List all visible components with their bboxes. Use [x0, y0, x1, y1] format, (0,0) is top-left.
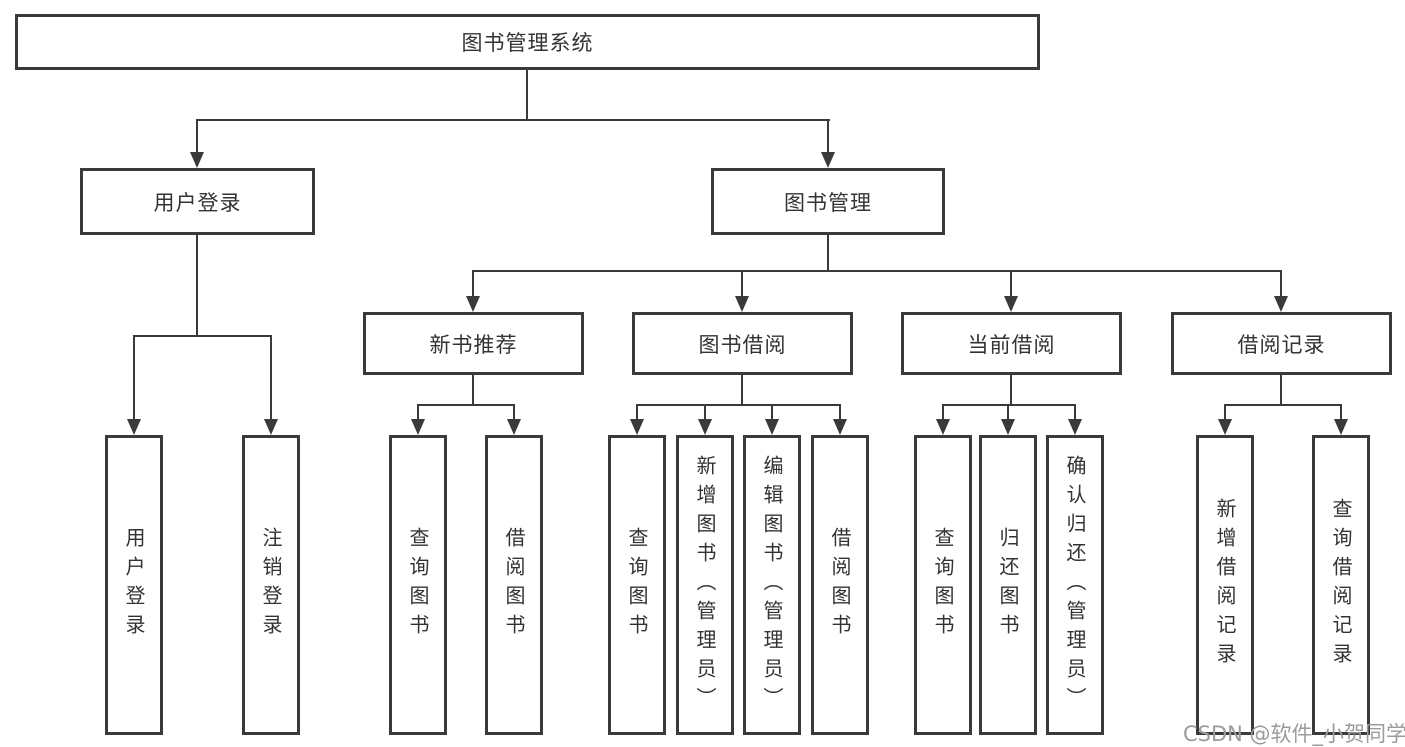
node-new-book-recommend-label: 新书推荐 — [429, 332, 518, 357]
arrowhead-leaf-add-record — [1218, 419, 1232, 435]
arrowhead-leaf-query-c — [936, 419, 950, 435]
connector-new-book-stem — [472, 375, 474, 406]
node-current-borrowing: 当前借阅 — [901, 312, 1122, 375]
leaf-borrow-books-a-label: 借阅图书 — [502, 527, 526, 643]
leaf-edit-books-admin-label: 编辑图书（管理员） — [760, 454, 784, 716]
connector-leaf-confirm-return — [1074, 404, 1076, 421]
connector-new-book-rail — [417, 404, 515, 406]
connector-to-current-borrowing — [1010, 270, 1012, 298]
arrowhead-leaf-query-record — [1334, 419, 1348, 435]
connector-leaf-add-record — [1224, 404, 1226, 421]
node-book-management-label: 图书管理 — [784, 190, 872, 215]
arrowhead-current-borrowing — [1004, 296, 1018, 312]
connector-leaf-borrow-a — [513, 404, 515, 421]
arrowhead-user-login — [190, 152, 204, 168]
connector-to-book-management — [827, 119, 829, 154]
leaf-query-borrow-record-label: 查询借阅记录 — [1329, 498, 1353, 672]
leaf-query-books-b: 查询图书 — [608, 435, 666, 735]
leaf-user-login-label: 用户登录 — [122, 527, 146, 643]
leaf-query-books-a: 查询图书 — [389, 435, 447, 735]
leaf-borrow-books-b: 借阅图书 — [811, 435, 869, 735]
leaf-add-borrow-record: 新增借阅记录 — [1196, 435, 1254, 735]
connector-leaf-query-c — [942, 404, 944, 421]
leaf-logout: 注销登录 — [242, 435, 300, 735]
leaf-query-borrow-record: 查询借阅记录 — [1312, 435, 1370, 735]
connector-leaf-query-record — [1340, 404, 1342, 421]
leaf-query-books-b-label: 查询图书 — [625, 527, 649, 643]
arrowhead-leaf-return-books — [1001, 419, 1015, 435]
connector-leaf-add-books — [704, 404, 706, 421]
leaf-edit-books-admin: 编辑图书（管理员） — [743, 435, 801, 735]
leaf-return-books: 归还图书 — [979, 435, 1037, 735]
arrowhead-book-borrowing — [735, 296, 749, 312]
connector-leaf-query-b — [636, 404, 638, 421]
arrowhead-leaf-add-books — [698, 419, 712, 435]
connector-borrowing-records-stem — [1280, 375, 1282, 406]
connector-to-borrowing-records — [1280, 270, 1282, 298]
leaf-return-books-label: 归还图书 — [996, 527, 1020, 643]
connector-level3-rail — [472, 270, 1282, 272]
connector-current-borrowing-stem — [1010, 375, 1012, 406]
connector-to-user-login — [196, 119, 198, 154]
arrowhead-leaf-edit-books — [765, 419, 779, 435]
node-user-login-label: 用户登录 — [153, 190, 242, 215]
leaf-query-books-a-label: 查询图书 — [406, 527, 430, 643]
arrowhead-book-management — [821, 152, 835, 168]
arrowhead-leaf-borrow-b — [833, 419, 847, 435]
node-current-borrowing-label: 当前借阅 — [967, 332, 1056, 357]
connector-leaf-query-a — [417, 404, 419, 421]
arrowhead-leaf-logout — [264, 419, 278, 435]
node-root: 图书管理系统 — [15, 14, 1040, 70]
leaf-borrow-books-b-label: 借阅图书 — [828, 527, 852, 643]
connector-level1-rail — [196, 119, 830, 121]
connector-leaf-user-login — [133, 335, 135, 420]
leaf-query-books-c: 查询图书 — [914, 435, 972, 735]
leaf-add-books-admin: 新增图书（管理员） — [676, 435, 734, 735]
leaf-user-login: 用户登录 — [105, 435, 163, 735]
leaf-query-books-c-label: 查询图书 — [931, 527, 955, 643]
node-book-management: 图书管理 — [711, 168, 945, 235]
node-book-borrowing: 图书借阅 — [632, 312, 853, 375]
leaf-logout-label: 注销登录 — [259, 527, 283, 643]
leaf-add-books-admin-label: 新增图书（管理员） — [693, 454, 717, 716]
connector-user-login-rail — [133, 335, 272, 337]
connector-to-new-book-recommend — [472, 270, 474, 298]
connector-current-borrowing-rail — [942, 404, 1076, 406]
node-borrowing-records: 借阅记录 — [1171, 312, 1392, 375]
arrowhead-leaf-borrow-a — [507, 419, 521, 435]
node-root-label: 图书管理系统 — [461, 31, 594, 55]
connector-leaf-borrow-b — [839, 404, 841, 421]
connector-book-management-stem — [827, 235, 829, 272]
arrowhead-new-book-recommend — [466, 296, 480, 312]
connector-user-login-stem — [196, 235, 198, 337]
leaf-borrow-books-a: 借阅图书 — [485, 435, 543, 735]
csdn-watermark: CSDN @软件_小贺同学 — [1183, 722, 1405, 746]
connector-leaf-edit-books — [771, 404, 773, 421]
leaf-confirm-return-admin: 确认归还（管理员） — [1046, 435, 1104, 735]
leaf-add-borrow-record-label: 新增借阅记录 — [1213, 498, 1237, 672]
node-new-book-recommend: 新书推荐 — [363, 312, 584, 375]
arrowhead-borrowing-records — [1274, 296, 1288, 312]
connector-book-borrowing-rail — [636, 404, 841, 406]
arrowhead-leaf-query-b — [630, 419, 644, 435]
connector-leaf-return-books — [1007, 404, 1009, 421]
node-borrowing-records-label: 借阅记录 — [1237, 332, 1326, 357]
connector-to-book-borrowing — [741, 270, 743, 298]
connector-borrowing-records-rail — [1224, 404, 1342, 406]
node-book-borrowing-label: 图书借阅 — [698, 332, 787, 357]
arrowhead-leaf-user-login — [127, 419, 141, 435]
node-user-login: 用户登录 — [80, 168, 315, 235]
arrowhead-leaf-query-a — [411, 419, 425, 435]
leaf-confirm-return-admin-label: 确认归还（管理员） — [1063, 454, 1087, 716]
connector-book-borrowing-stem — [741, 375, 743, 406]
connector-root-stem — [526, 70, 528, 121]
arrowhead-leaf-confirm-return — [1068, 419, 1082, 435]
connector-leaf-logout — [270, 335, 272, 420]
